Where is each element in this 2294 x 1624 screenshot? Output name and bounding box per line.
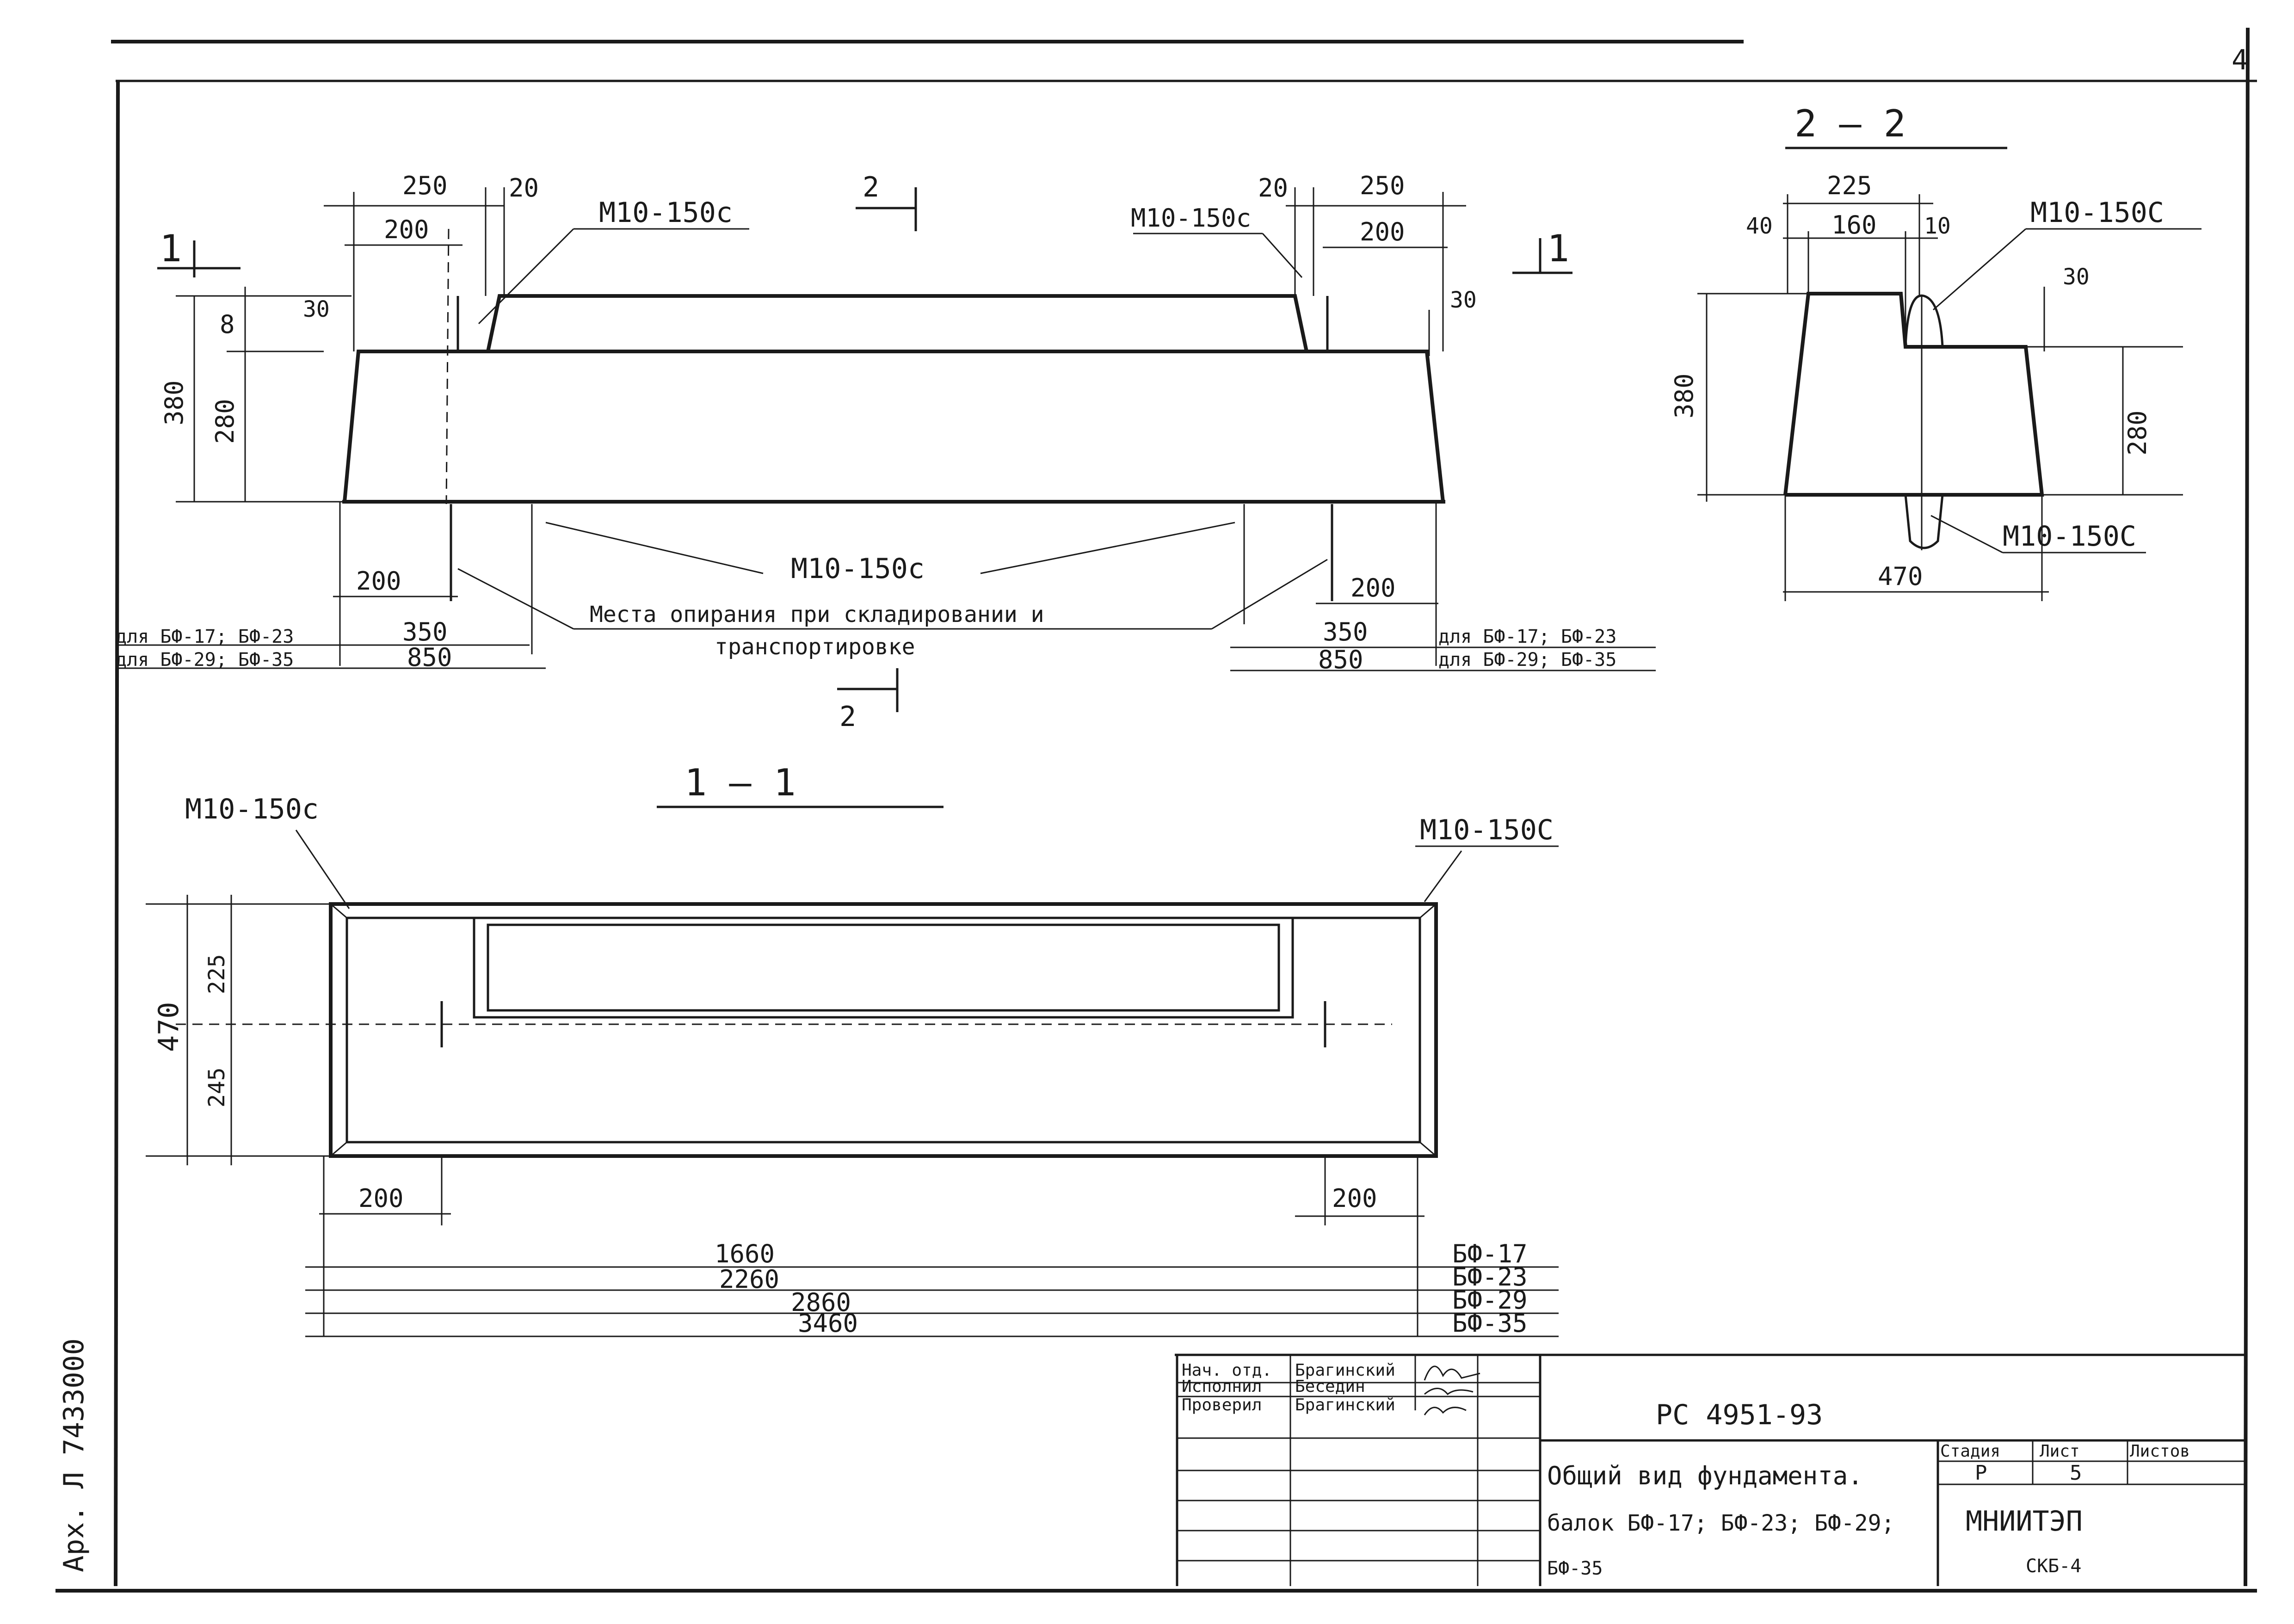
s22-dim-225: 225	[1827, 171, 1872, 200]
dim-200-right-top: 200	[1360, 217, 1405, 246]
plan-len-2260: 2260	[719, 1265, 779, 1294]
for-17-23-left: для БФ-17; БФ-23	[116, 626, 294, 647]
drawing-title-line1: Общий вид фундамента.	[1547, 1461, 1863, 1490]
dim-380: 380	[160, 380, 189, 425]
mark-top-right: M10-150c	[1131, 203, 1251, 233]
org-line1: МНИИТЭП	[1966, 1505, 2083, 1538]
section-2-2: 2 — 2 225 40 160 10 M10-150C 30 380 280 …	[1670, 102, 2202, 601]
drawing-title-line3: БФ-35	[1547, 1558, 1603, 1579]
role-head: Нач. отд.	[1182, 1361, 1272, 1380]
plan-len-3460: 3460	[798, 1309, 858, 1338]
s22-mark-top: M10-150C	[2030, 197, 2164, 229]
plan-type-29: БФ-29	[1452, 1286, 1528, 1315]
s22-dim-30: 30	[2063, 264, 2090, 290]
title-block: Нач. отд. Брагинский Исполнил Беседин Пр…	[1175, 1353, 2245, 1586]
plan-type-17: БФ-17	[1452, 1239, 1528, 1268]
role-check: Проверил	[1182, 1396, 1262, 1415]
plan-outline-outer	[329, 902, 1438, 1158]
header-sheet: Лист	[2040, 1442, 2080, 1461]
page-number: 4	[2232, 44, 2248, 76]
dim-850-left: 850	[407, 643, 452, 672]
section-2-title: 2 — 2	[1794, 102, 1906, 145]
s22-dim-40: 40	[1746, 213, 1773, 239]
sheet-value: 5	[2070, 1461, 2082, 1485]
s22-dim-10: 10	[1924, 213, 1951, 239]
plan-dim-470: 470	[153, 1002, 185, 1052]
mark-top-left: M10-150c	[599, 197, 733, 229]
plan-dim-225: 225	[204, 954, 230, 994]
dim-350-left: 350	[402, 617, 448, 646]
support-note-line2: транспортировке	[715, 634, 915, 660]
dim-250-left: 250	[402, 171, 448, 200]
header-stage: Стадия	[1940, 1442, 2000, 1461]
s22-dim-470: 470	[1878, 562, 1923, 591]
drawing-frame	[56, 27, 2257, 1593]
dim-350-right: 350	[1323, 617, 1368, 646]
signature-head	[1424, 1366, 1480, 1381]
beam-outline	[343, 350, 1445, 504]
signature-check	[1424, 1407, 1467, 1415]
plan-1-1: 1 — 1 M10-150c M10-150C 470 225 245 200 …	[146, 761, 1559, 1338]
plan-mark-left: M10-150c	[185, 793, 319, 825]
section-1-title: 1 — 1	[684, 761, 796, 804]
for-17-23-right: для БФ-17; БФ-23	[1438, 626, 1616, 647]
cut-2-top: 2	[863, 171, 879, 203]
name-exec: Беседин	[1295, 1377, 1365, 1396]
support-note-line1: Места опирания при складировании и	[590, 602, 1044, 627]
s22-mark-bottom: M10-150C	[2003, 520, 2136, 553]
cut-1-left: 1	[160, 227, 182, 270]
plan-ridge-inner	[487, 923, 1280, 1012]
plan-dim-200-left: 200	[358, 1184, 404, 1213]
plan-type-23: БФ-23	[1452, 1262, 1528, 1292]
dim-30-right: 30	[1450, 287, 1477, 313]
dim-20-right: 20	[1258, 173, 1288, 203]
cut-2-bottom: 2	[839, 701, 856, 733]
plan-mark-right: M10-150C	[1420, 814, 1554, 846]
drawing-title-line2: балок БФ-17; БФ-23; БФ-29;	[1547, 1510, 1894, 1536]
dim-200-bottom-right: 200	[1350, 573, 1396, 603]
role-exec: Исполнил	[1182, 1377, 1262, 1396]
dim-280: 280	[210, 399, 240, 444]
s22-dim-280: 280	[2123, 410, 2152, 455]
mark-bottom: M10-150c	[791, 553, 925, 585]
plan-outline-inner	[345, 917, 1421, 1144]
s22-dim-160: 160	[1832, 210, 1877, 240]
dim-30-left: 30	[303, 296, 330, 322]
plan-dim-200-right: 200	[1332, 1184, 1377, 1213]
org-line2: СКБ-4	[2026, 1556, 2081, 1577]
dim-200-bottom-left: 200	[356, 566, 401, 596]
for-29-35-left: для БФ-29; БФ-35	[116, 649, 294, 671]
dim-250-right: 250	[1360, 171, 1405, 200]
stage-value: Р	[1975, 1461, 1987, 1485]
dim-200-left-top: 200	[384, 215, 429, 244]
dim-850-right: 850	[1318, 645, 1363, 674]
cut-1-right: 1	[1547, 227, 1569, 270]
dim-8: 8	[220, 310, 235, 339]
name-check: Брагинский	[1295, 1396, 1395, 1415]
plan-len-1660: 1660	[715, 1239, 775, 1268]
name-head: Брагинский	[1295, 1361, 1395, 1380]
signature-exec	[1424, 1388, 1474, 1396]
beam-ridge	[486, 294, 1308, 352]
plan-dim-245: 245	[204, 1067, 230, 1107]
header-sheets: Листов	[2130, 1442, 2190, 1461]
dim-20-left: 20	[509, 173, 539, 203]
plan-type-35: БФ-35	[1452, 1309, 1528, 1338]
plan-ridge-outer	[473, 917, 1294, 1019]
archive-note: Арх. Л 7433000	[58, 1338, 90, 1572]
for-29-35-right: для БФ-29; БФ-35	[1438, 649, 1616, 671]
elevation-view: 250 20 200 20 250 200 380 280 8 30 30 1 …	[116, 171, 1656, 733]
doc-code: РС 4951-93	[1656, 1399, 1823, 1431]
section-outline	[1783, 292, 2044, 497]
s22-dim-380: 380	[1670, 373, 1699, 418]
plan-len-2860: 2860	[791, 1288, 851, 1317]
